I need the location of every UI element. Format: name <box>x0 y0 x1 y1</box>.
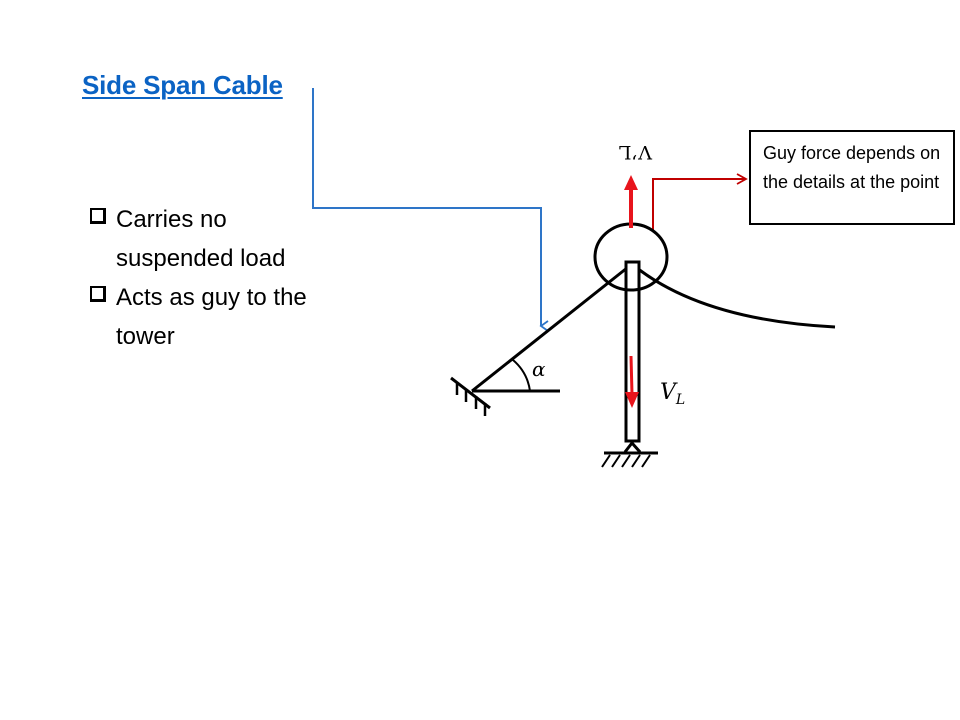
main-span-cable <box>631 262 836 329</box>
angle-alpha-arc <box>512 359 531 392</box>
checkbox-bullet-icon <box>90 286 106 302</box>
note-text: Guy force depends on the details at the … <box>763 143 941 192</box>
vl-label: VL <box>660 380 685 408</box>
bullet-text-line: suspended load <box>116 245 286 272</box>
guy-force-note-box: Guy force depends on the details at the … <box>749 130 955 225</box>
checkbox-bullet-icon <box>90 208 106 224</box>
bullet-item: Acts as guy to the tower <box>88 278 368 356</box>
downward-force-arrow <box>625 355 639 408</box>
bullet-text-line: tower <box>116 323 175 350</box>
bullet-list: Carries no suspended load Acts as guy to… <box>88 200 368 356</box>
title-connector-line <box>312 88 549 332</box>
vl-label-main: V <box>660 380 678 405</box>
vl-prime-label: V’L <box>619 141 653 163</box>
note-leader-line <box>652 173 748 232</box>
bullet-item: Carries no suspended load <box>88 200 368 278</box>
alpha-label: α <box>532 357 546 381</box>
upward-force-arrow <box>624 175 638 228</box>
slide-title: Side Span Cable <box>82 70 283 100</box>
bullet-text-line: Carries no <box>116 206 227 233</box>
left-anchor-support <box>450 376 491 416</box>
side-span-cable <box>471 262 633 393</box>
tower-base-support <box>601 440 658 468</box>
bullet-text-line: Acts as guy to the <box>116 284 307 311</box>
vl-label-sub: L <box>675 392 685 408</box>
